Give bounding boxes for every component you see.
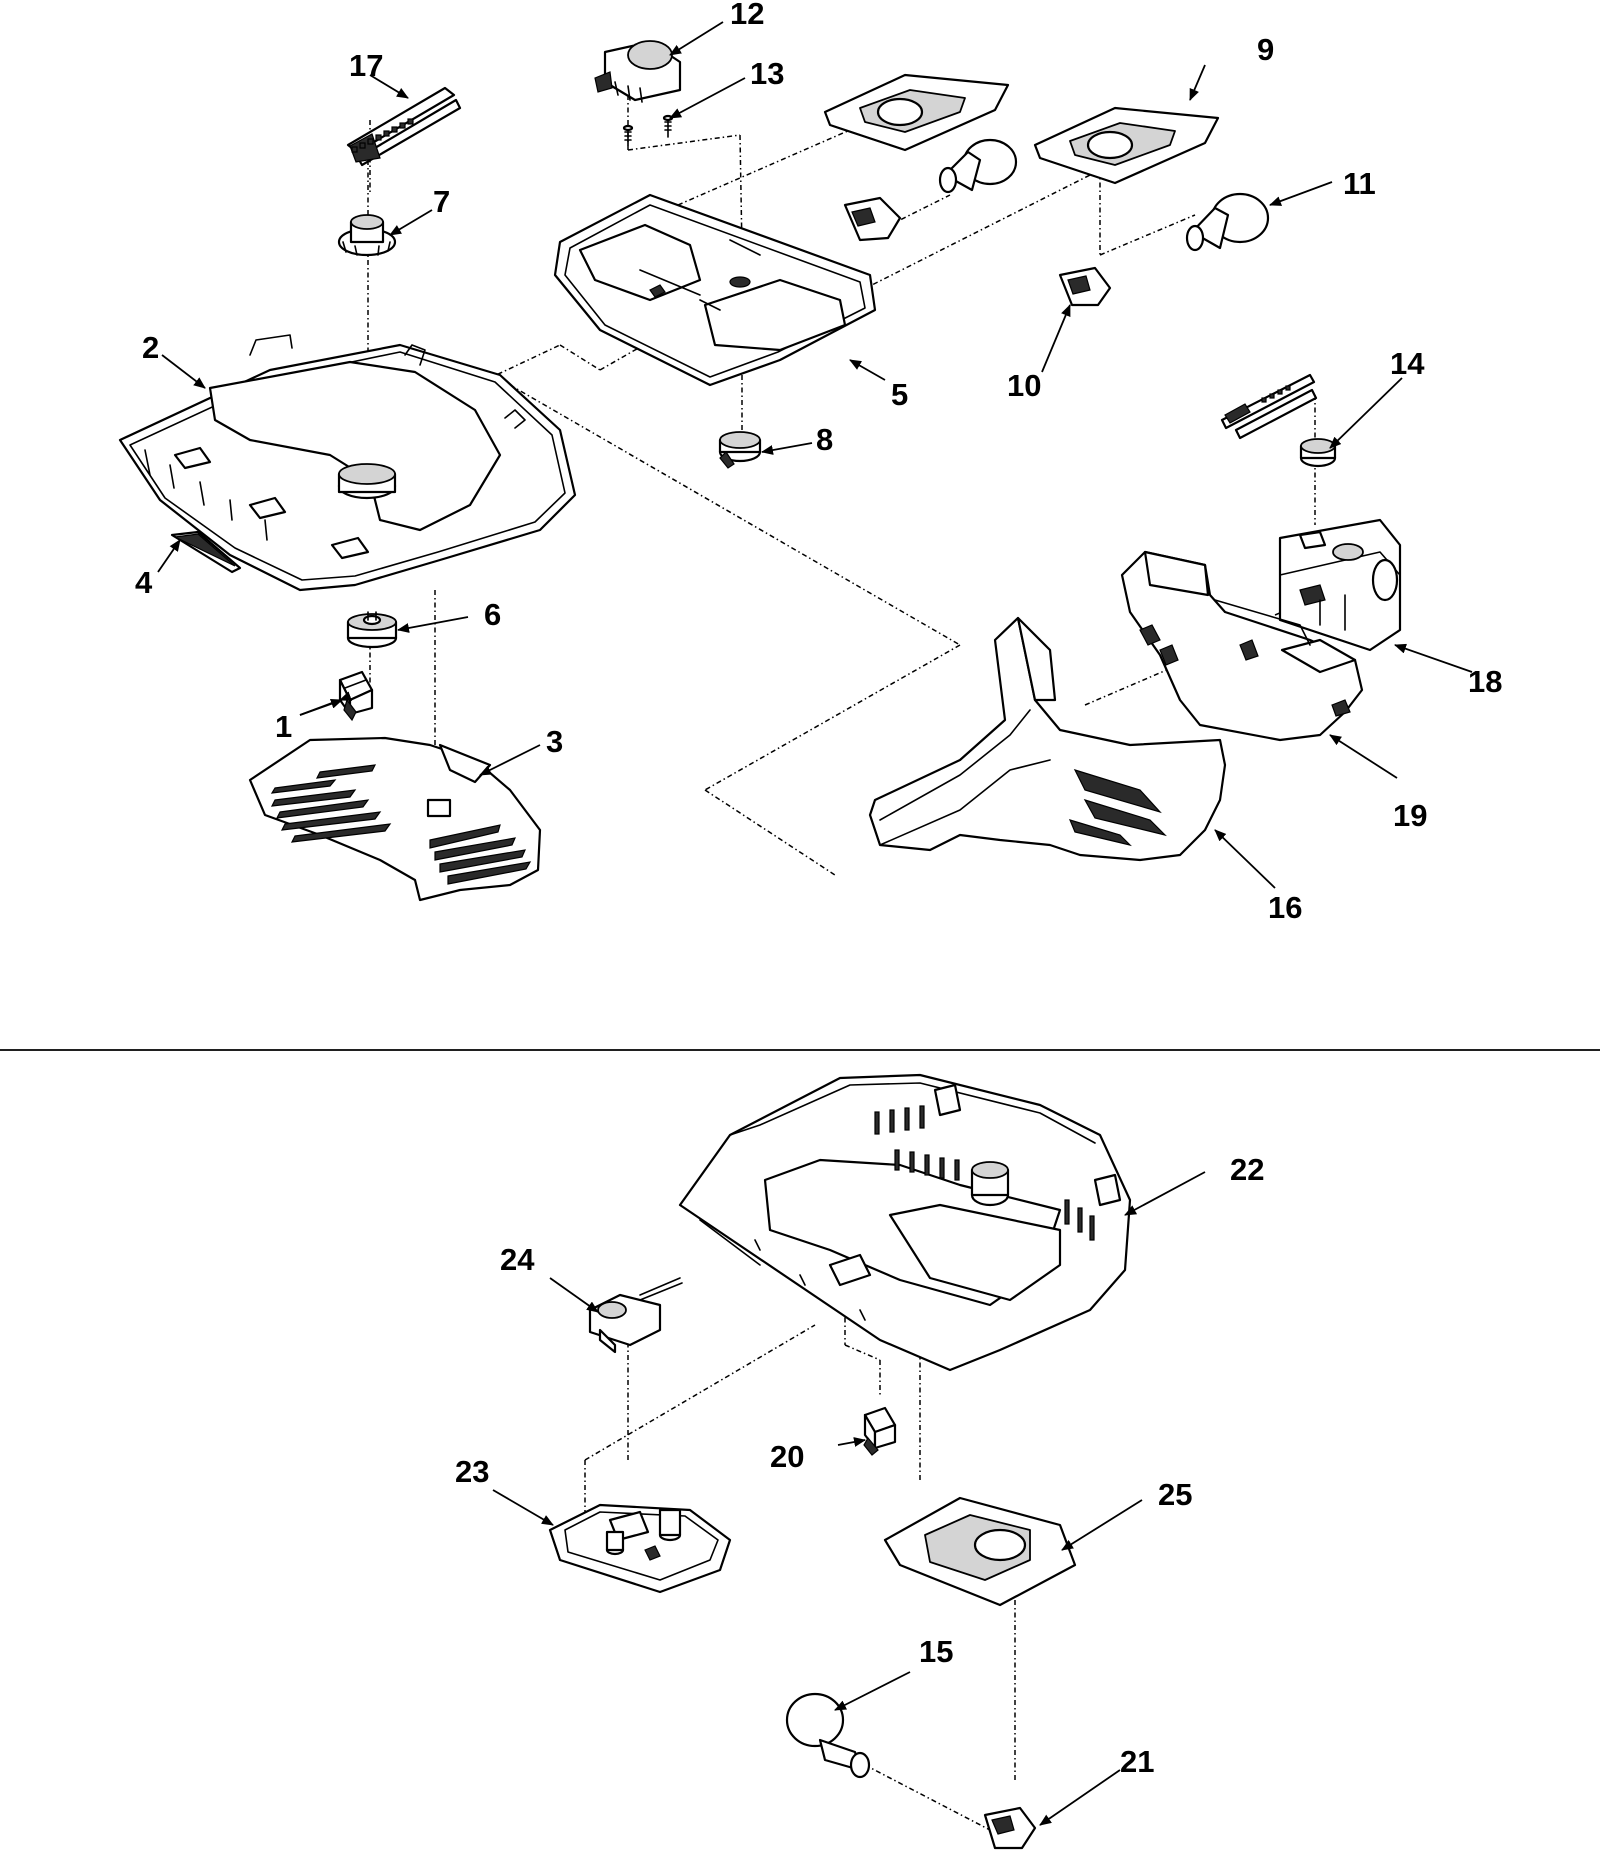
callout-18: 18 bbox=[1468, 664, 1502, 699]
part-7-knob bbox=[337, 214, 397, 257]
part-25-light-cover bbox=[883, 1496, 1077, 1607]
part-15-bulb bbox=[785, 1692, 871, 1779]
part-4-trim-piece bbox=[170, 530, 242, 574]
callout-7: 7 bbox=[433, 184, 450, 219]
callout-10: 10 bbox=[1007, 368, 1041, 403]
callout-24: 24 bbox=[500, 1242, 535, 1277]
part-24-actuator bbox=[588, 1277, 683, 1354]
callout-23: 23 bbox=[455, 1454, 489, 1489]
callout-15: 15 bbox=[919, 1634, 953, 1669]
assembly-guide-lines bbox=[367, 95, 1336, 1831]
part-11-bulb-upper bbox=[938, 138, 1018, 194]
part-22-lower-housing bbox=[678, 1073, 1132, 1372]
part-1-switch bbox=[338, 670, 374, 722]
callout-21: 21 bbox=[1120, 1744, 1154, 1779]
callout-14: 14 bbox=[1390, 346, 1425, 381]
part-9-light-cover-right bbox=[1033, 106, 1220, 185]
part-13-screws bbox=[622, 114, 674, 146]
part-5-bracket-plate bbox=[553, 193, 877, 387]
part-21-socket bbox=[983, 1806, 1037, 1850]
part-14-strip bbox=[1220, 373, 1318, 440]
callout-13: 13 bbox=[750, 56, 784, 91]
callout-25: 25 bbox=[1158, 1477, 1192, 1512]
part-16-front-cover bbox=[868, 616, 1227, 862]
callout-1: 1 bbox=[275, 709, 292, 744]
callout-labels: 1 2 3 4 5 6 7 8 9 10 11 12 13 14 15 16 1… bbox=[135, 0, 1502, 1779]
part-14-knob bbox=[1299, 438, 1337, 468]
callout-19: 19 bbox=[1393, 798, 1427, 833]
part-9-light-cover-left bbox=[823, 73, 1010, 152]
part-10-socket bbox=[1058, 266, 1112, 307]
part-12-motor bbox=[594, 40, 682, 103]
part-19-dispenser-housing bbox=[1120, 550, 1364, 742]
part-18-switch-assembly bbox=[1278, 518, 1402, 652]
callout-17: 17 bbox=[349, 48, 383, 83]
callout-9: 9 bbox=[1257, 32, 1274, 67]
part-17-light-strip bbox=[346, 86, 462, 167]
callout-4: 4 bbox=[135, 565, 153, 600]
callout-leaders bbox=[157, 21, 1473, 1826]
part-8-knob bbox=[718, 431, 762, 469]
callout-8: 8 bbox=[816, 422, 833, 457]
part-20-switch bbox=[863, 1406, 897, 1456]
callout-5: 5 bbox=[891, 377, 908, 412]
callout-6: 6 bbox=[484, 597, 501, 632]
part-3-grille-cover bbox=[248, 736, 542, 902]
part-23-control-box bbox=[548, 1503, 732, 1594]
part-2-control-housing bbox=[118, 334, 577, 592]
callout-11: 11 bbox=[1343, 166, 1376, 201]
callout-3: 3 bbox=[546, 724, 563, 759]
part-6-gasket-ring bbox=[346, 611, 398, 649]
callout-2: 2 bbox=[142, 330, 159, 365]
callout-12: 12 bbox=[730, 0, 764, 31]
part-10-socket-upper bbox=[843, 196, 902, 242]
part-11-bulb bbox=[1185, 192, 1270, 252]
callout-16: 16 bbox=[1268, 890, 1302, 925]
callout-20: 20 bbox=[770, 1439, 804, 1474]
callout-22: 22 bbox=[1230, 1152, 1264, 1187]
